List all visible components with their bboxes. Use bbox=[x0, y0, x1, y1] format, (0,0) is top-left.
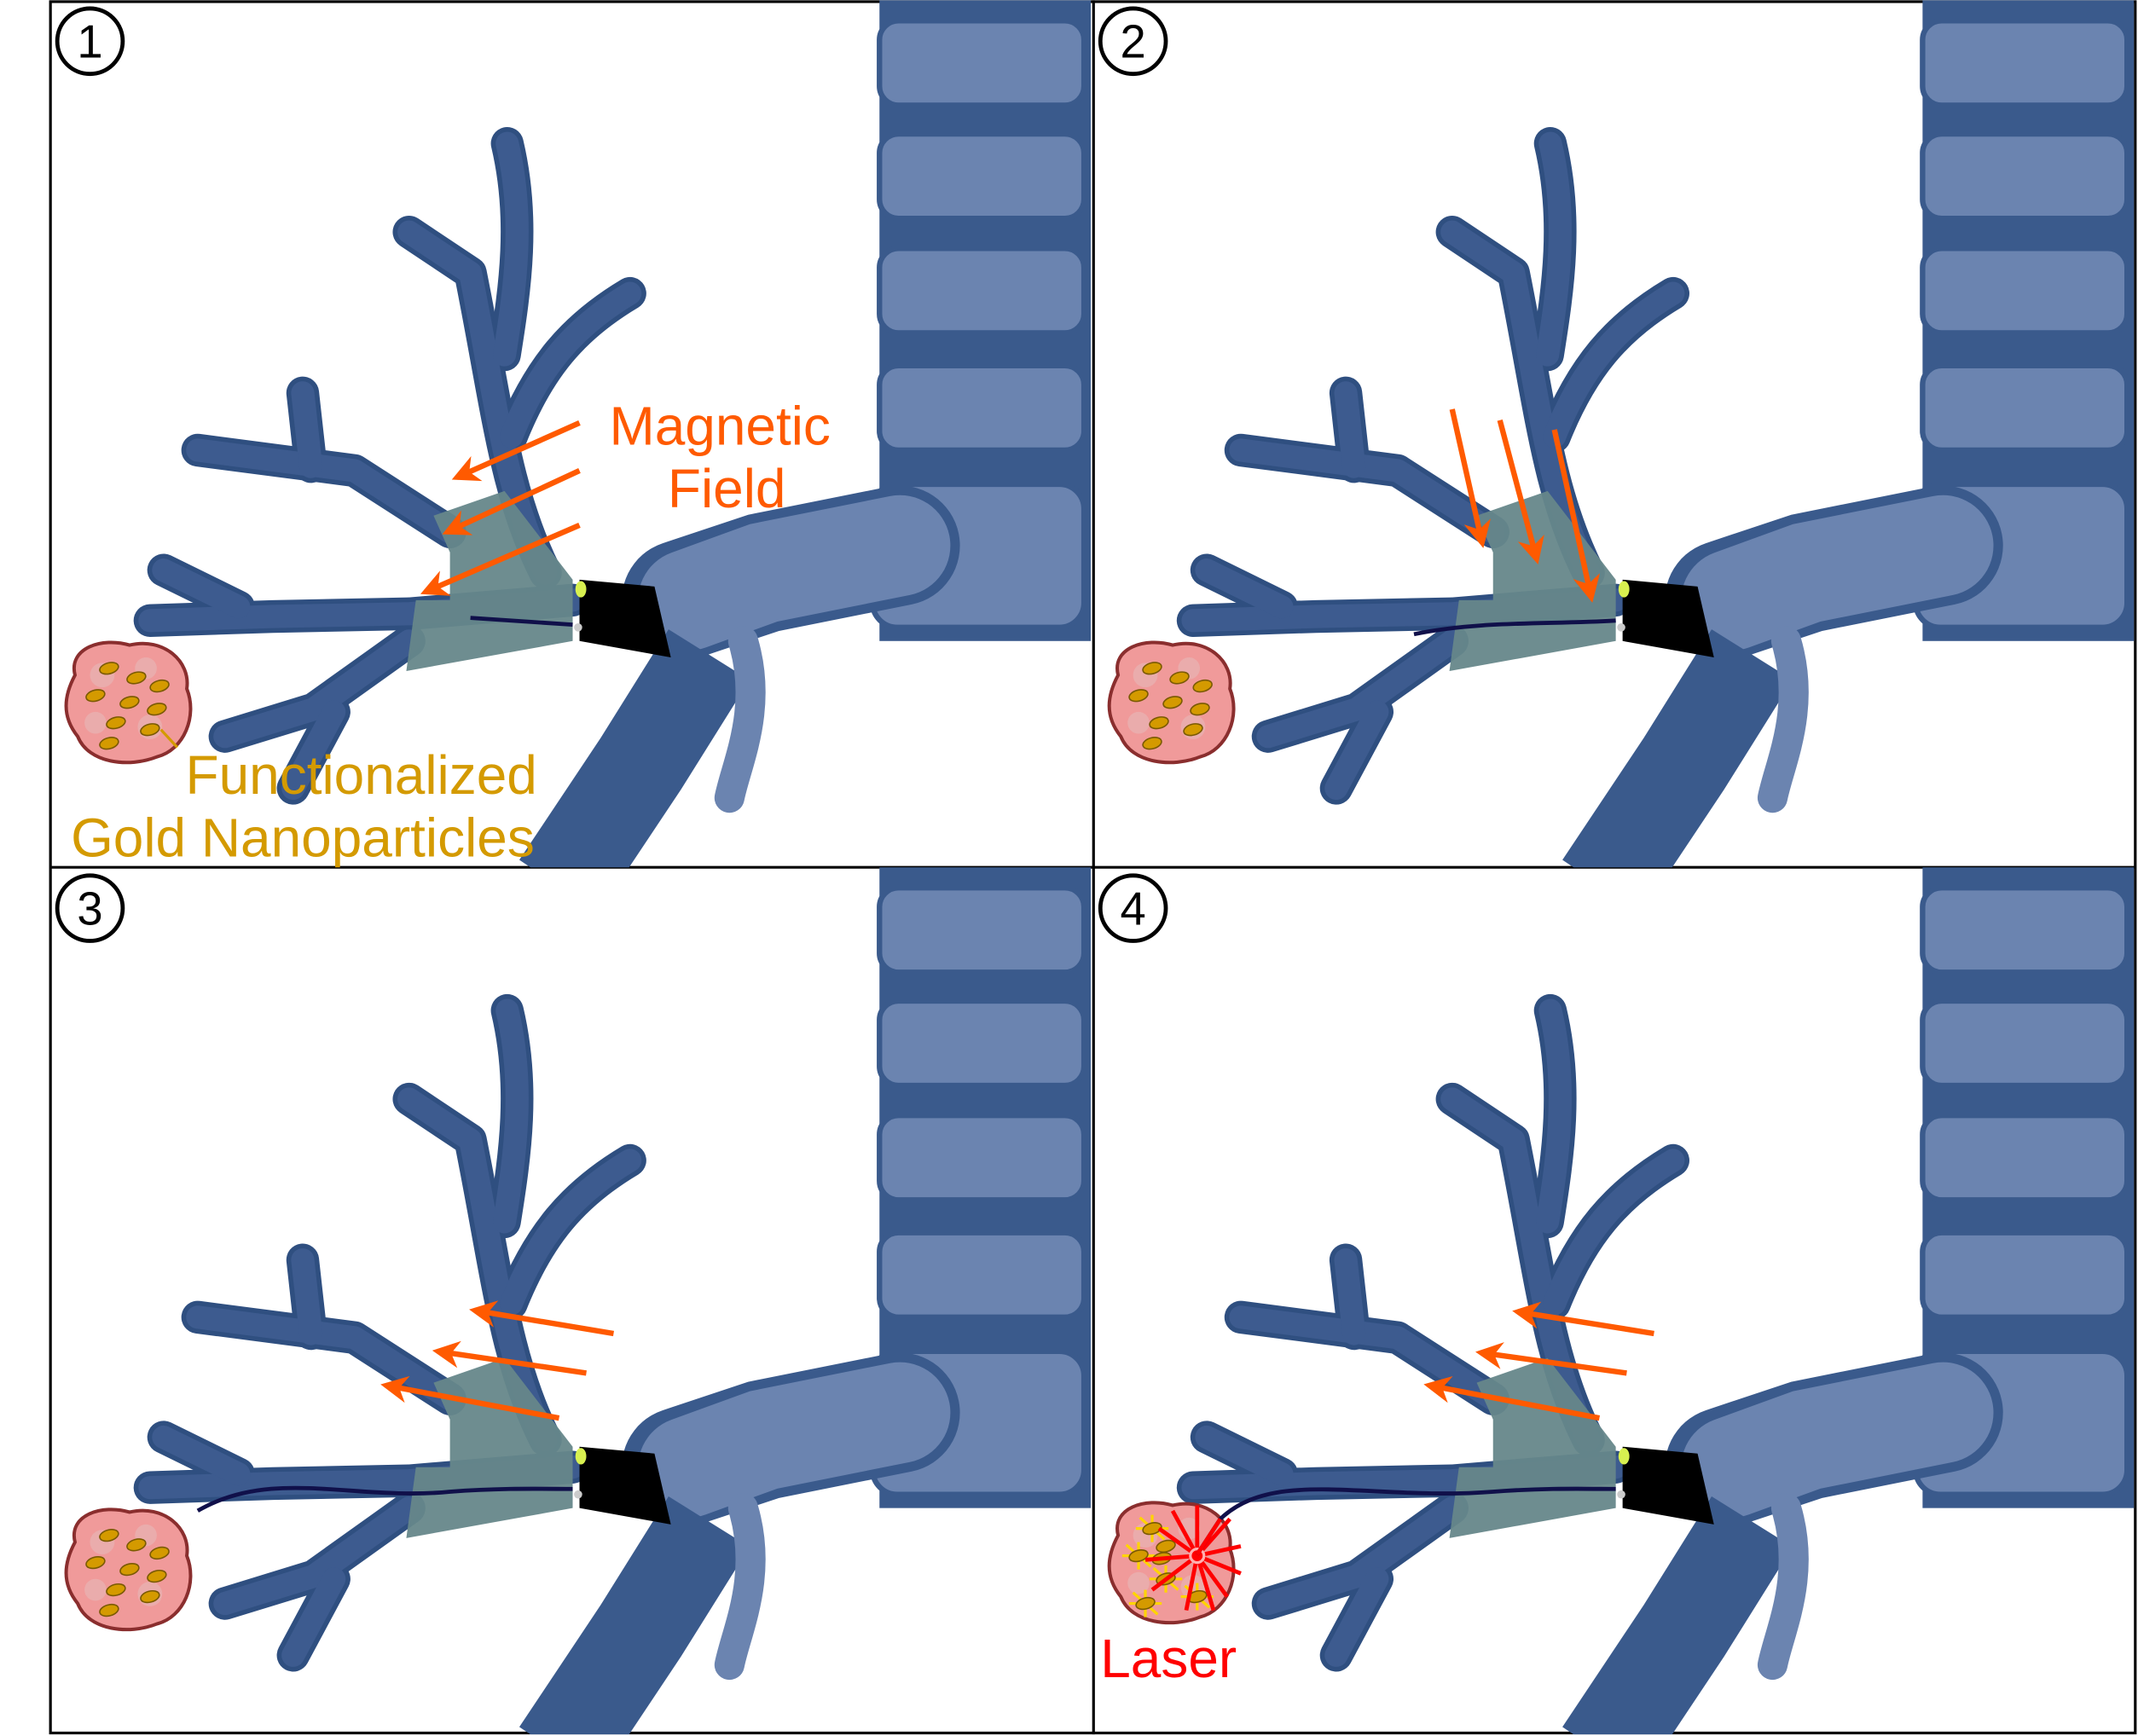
panel-4: Laser 4 bbox=[1098, 854, 2134, 1736]
magnetic-field-arrows bbox=[1423, 1301, 1654, 1421]
tumor bbox=[1107, 640, 1236, 765]
label-functionalized: Functionalized bbox=[186, 744, 537, 806]
magnetic-field-arrows bbox=[420, 420, 581, 596]
tumor bbox=[1107, 1501, 1242, 1625]
label-laser: Laser bbox=[1100, 1628, 1237, 1689]
panel-number: 1 bbox=[77, 15, 102, 67]
panel-number: 3 bbox=[77, 882, 102, 935]
label-gold-nanoparticles: Gold Nanoparticles bbox=[71, 807, 535, 868]
tumor bbox=[64, 640, 193, 765]
label-magnetic: Magnetic bbox=[609, 396, 830, 457]
panel-number: 2 bbox=[1121, 15, 1146, 67]
panel-1: Magnetic Field Functionalized Gold Nanop… bbox=[55, 0, 1091, 868]
tumor bbox=[64, 1507, 193, 1632]
magnetic-field-arrows bbox=[380, 1300, 615, 1421]
label-field: Field bbox=[668, 458, 786, 519]
panel-2: 2 bbox=[1098, 0, 2134, 887]
panel-number: 4 bbox=[1121, 882, 1146, 935]
panel-3: 3 bbox=[55, 854, 1091, 1736]
magnetic-field-arrows bbox=[1449, 408, 1600, 603]
